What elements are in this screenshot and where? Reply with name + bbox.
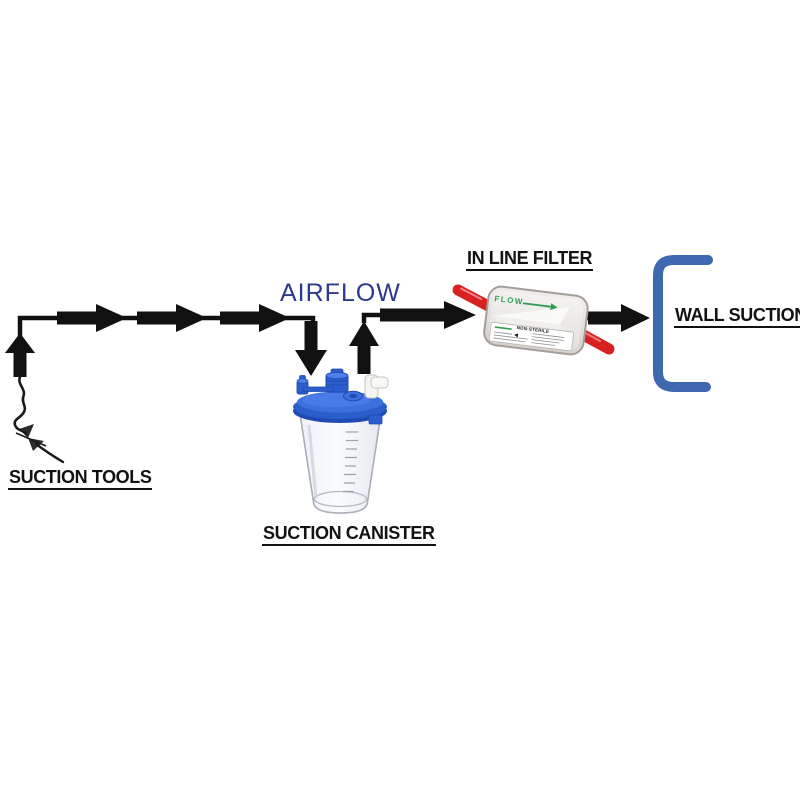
airflow-label: AIRFLOW [280,279,401,307]
suction-tool-tip-icon [19,424,34,438]
wall-suction-bracket-icon [653,255,713,392]
flow-arrow-right-3-icon [220,304,290,332]
canister-rim-tab [368,414,383,425]
canister-cup-bottom-rim [313,490,368,508]
canister-cup [299,413,382,514]
flow-arrow-right-to-filter-icon [380,301,476,329]
flow-arrow-up-from-canister-icon [349,321,379,374]
flow-arrow-right-1-icon [57,304,127,332]
suction-canister-graphic [293,368,389,514]
flow-direction-arrow-icon [522,302,551,308]
filter-fine-print-lines [493,331,565,346]
suction-tool-cross-line [15,432,47,447]
canister-scale-band [307,424,318,499]
filter-internal-fin [492,307,570,325]
flow-arrow-up-from-tools-icon [5,333,35,377]
canister-graduation-ticks [343,431,358,493]
filter-brand-mark [494,326,512,330]
suction-tubing-tail [34,442,65,464]
in-line-filter-label: IN LINE FILTER [466,249,594,271]
suction-tools-label: SUCTION TOOLS [8,468,153,490]
suction-canister-label: SUCTION CANISTER [262,524,436,546]
inline-filter-graphic [452,284,615,356]
canister-elbow-connector-arm [370,376,389,389]
tubing-line-canister-out [361,312,384,323]
canister-lid-rod [302,386,334,392]
flow-arrow-down-to-canister-icon [295,321,327,376]
wall-suction-label: WALL SUCTION [674,306,800,328]
flow-arrow-right-to-wall-icon [588,304,650,332]
flow-arrow-right-2-icon [137,304,207,332]
suction-tools-sketch [13,375,65,464]
canister-center-port-cap [325,371,349,380]
filter-body-group [483,285,589,356]
suction-tubing-squiggle [13,375,28,436]
